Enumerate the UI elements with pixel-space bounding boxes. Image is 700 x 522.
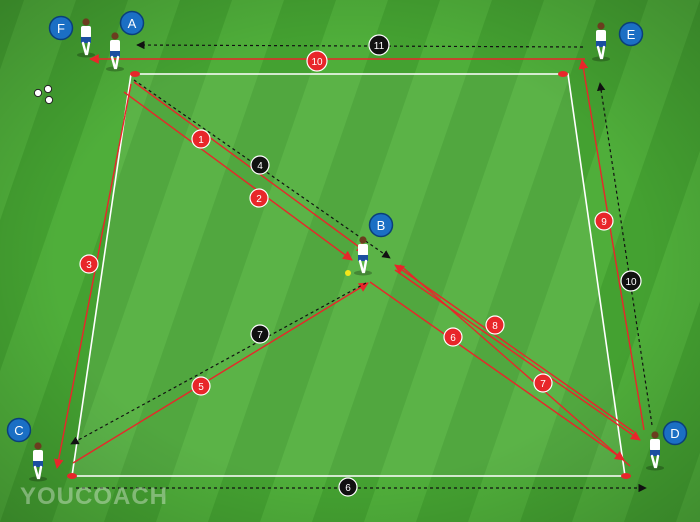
- svg-text:4: 4: [257, 161, 263, 172]
- red-step-markers: 1 2 3 5 6 7 8 9 10: [79, 50, 614, 396]
- run-7-line: [399, 264, 631, 467]
- cone-bottom-left: [67, 473, 77, 479]
- black-step-10: 10: [620, 270, 642, 292]
- svg-text:2: 2: [256, 194, 262, 205]
- svg-text:10: 10: [311, 57, 323, 68]
- badge-F: F: [48, 15, 74, 41]
- run-5-line: [72, 282, 369, 464]
- run-2-line: [123, 91, 353, 261]
- svg-text:7: 7: [257, 330, 263, 341]
- svg-text:D: D: [670, 426, 679, 441]
- red-step-6: 6: [443, 327, 463, 347]
- red-step-5: 5: [191, 376, 211, 396]
- cones: [67, 71, 631, 479]
- red-step-1: 1: [191, 129, 211, 149]
- passes: [70, 40, 653, 493]
- player-C: [29, 442, 47, 482]
- svg-text:1: 1: [198, 135, 204, 146]
- pass-10-line: [596, 82, 653, 426]
- run-8-line: [394, 269, 641, 441]
- cone-top-right: [558, 71, 568, 77]
- svg-text:11: 11: [374, 41, 385, 52]
- black-step-6: 6: [338, 477, 358, 497]
- run-1-line: [133, 81, 367, 253]
- players: [29, 18, 664, 482]
- svg-text:F: F: [57, 21, 65, 36]
- player-D: [646, 431, 664, 471]
- player-E: [592, 22, 610, 62]
- player-B: [354, 236, 372, 276]
- cone-top-left: [130, 71, 140, 77]
- svg-text:8: 8: [492, 321, 498, 332]
- svg-text:E: E: [627, 27, 636, 42]
- player-F: [77, 18, 95, 58]
- run-6-line: [369, 281, 625, 461]
- player-badges: F A E B C D: [6, 10, 688, 446]
- svg-text:A: A: [128, 16, 137, 31]
- red-step-10: 10: [306, 50, 328, 72]
- run-9-line: [578, 59, 645, 431]
- red-step-2: 2: [249, 188, 269, 208]
- badge-C: C: [6, 417, 32, 443]
- svg-text:6: 6: [450, 333, 456, 344]
- red-step-3: 3: [79, 254, 99, 274]
- svg-text:9: 9: [601, 217, 607, 228]
- svg-text:5: 5: [198, 382, 204, 393]
- svg-text:7: 7: [540, 379, 546, 390]
- red-step-8: 8: [485, 315, 505, 335]
- player-A: [106, 32, 124, 72]
- run-8b-line: [394, 264, 635, 433]
- badge-E: E: [618, 21, 644, 47]
- svg-text:B: B: [377, 218, 386, 233]
- cone-bottom-right: [621, 473, 631, 479]
- runs: [53, 54, 645, 469]
- black-step-4: 4: [250, 155, 270, 175]
- red-step-7: 7: [533, 373, 553, 393]
- black-step-7: 7: [250, 324, 270, 344]
- ball-stack: [33, 84, 54, 105]
- black-step-11: 11: [368, 34, 390, 56]
- badge-B: B: [368, 212, 394, 238]
- black-step-markers: 4 6 7 10 11: [250, 34, 642, 497]
- svg-text:3: 3: [86, 260, 92, 271]
- svg-text:6: 6: [345, 483, 351, 494]
- run-3-line: [53, 83, 132, 469]
- ball-center: [345, 270, 351, 276]
- pass-4-line: [133, 79, 391, 259]
- watermark: YOUCOACH: [20, 483, 168, 510]
- pass-7-line: [70, 282, 367, 445]
- svg-text:10: 10: [625, 277, 637, 288]
- badge-A: A: [119, 10, 145, 36]
- red-step-9: 9: [594, 211, 614, 231]
- pass-11-line: [136, 40, 584, 50]
- svg-text:C: C: [14, 423, 23, 438]
- badge-D: D: [662, 420, 688, 446]
